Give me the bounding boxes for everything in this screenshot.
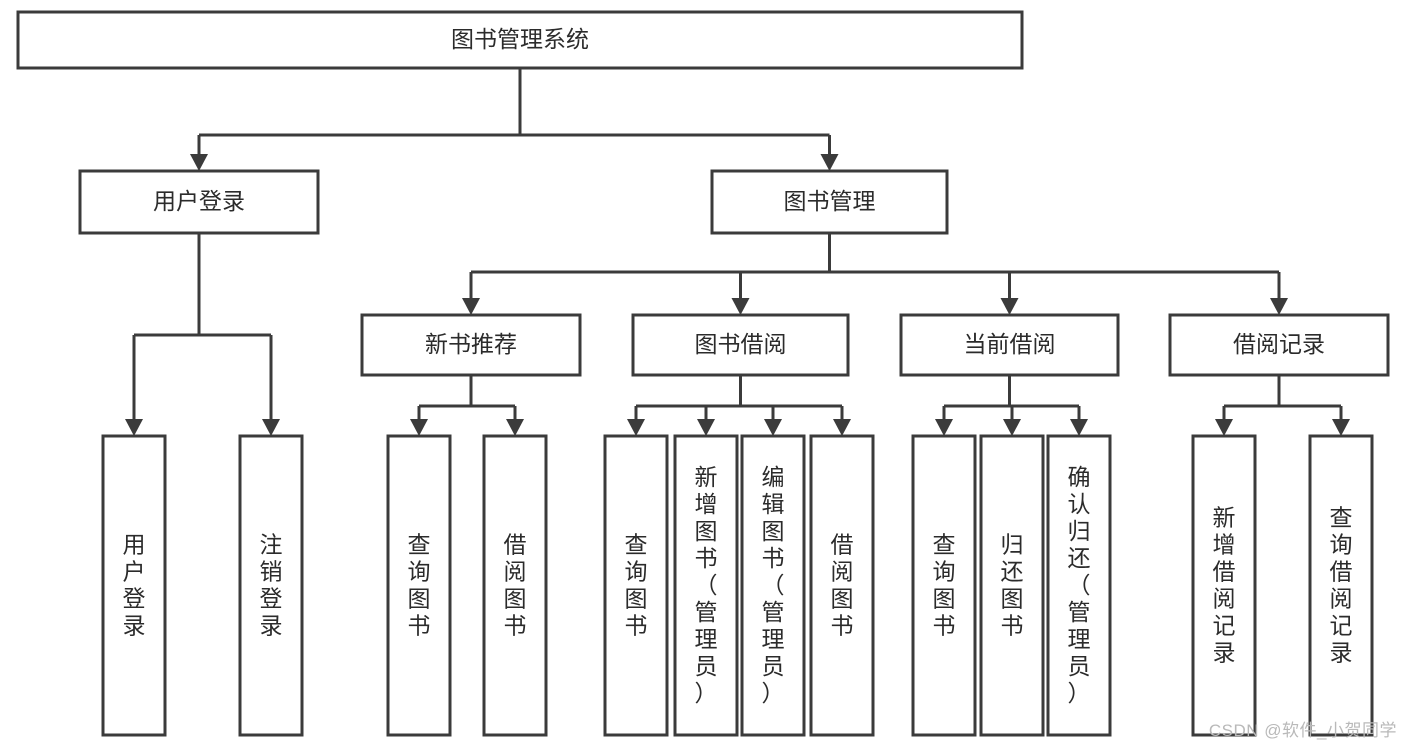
node-label-return-book: 归还图书 <box>1001 532 1024 639</box>
node-user-login-do[interactable]: 用户登录 <box>101 434 167 737</box>
arrow-down-icon-query-book-2 <box>627 419 645 436</box>
arrow-down-icon-user-login <box>190 154 208 171</box>
arrow-down-icon-new-book-recommend <box>462 298 480 315</box>
arrow-down-icon-edit-book-admin <box>764 419 782 436</box>
node-user-login[interactable]: 用户登录 <box>78 169 320 235</box>
connector-layer <box>125 68 1350 436</box>
node-label-add-book-admin: 新增图书（管理员） <box>695 464 718 706</box>
node-query-book-2[interactable]: 查询图书 <box>603 434 669 737</box>
node-box-user-login-do <box>101 434 167 737</box>
node-borrow-record[interactable]: 借阅记录 <box>1168 313 1390 377</box>
node-label-book-borrow: 图书借阅 <box>695 331 787 357</box>
node-book-borrow[interactable]: 图书借阅 <box>631 313 850 377</box>
node-label-current-borrow: 当前借阅 <box>964 331 1056 357</box>
node-box-book-manage <box>710 169 949 235</box>
node-box-add-book-admin <box>673 434 739 737</box>
arrow-down-icon-return-book <box>1003 419 1021 436</box>
node-label-edit-book-admin: 编辑图书（管理员） <box>762 464 785 706</box>
node-box-query-book-2 <box>603 434 669 737</box>
arrow-down-icon-confirm-return-admin <box>1070 419 1088 436</box>
arrow-down-icon-borrow-record <box>1270 298 1288 315</box>
node-book-manage[interactable]: 图书管理 <box>710 169 949 235</box>
arrow-down-icon-query-book-1 <box>410 419 428 436</box>
arrow-down-icon-add-borrow-record <box>1215 419 1233 436</box>
arrow-down-icon-current-borrow <box>1000 298 1019 315</box>
node-label-borrow-record: 借阅记录 <box>1233 331 1325 357</box>
node-label-root: 图书管理系统 <box>451 26 589 52</box>
arrow-down-icon-borrow-book-1 <box>506 419 524 436</box>
node-box-query-borrow-record <box>1308 434 1374 737</box>
node-label-confirm-return-admin: 确认归还（管理员） <box>1068 464 1091 706</box>
node-box-new-book-recommend <box>360 313 582 377</box>
node-box-query-book-1 <box>386 434 452 737</box>
arrow-down-icon-query-book-3 <box>935 419 953 436</box>
node-label-borrow-book-1: 借阅图书 <box>504 532 527 639</box>
arrow-down-icon-user-logout <box>262 419 280 436</box>
node-label-user-login: 用户登录 <box>153 188 245 214</box>
node-box-book-borrow <box>631 313 850 377</box>
node-box-user-logout <box>238 434 304 737</box>
node-user-logout[interactable]: 注销登录 <box>238 434 304 737</box>
node-root[interactable]: 图书管理系统 <box>16 10 1024 70</box>
node-box-borrow-record <box>1168 313 1390 377</box>
node-label-user-logout: 注销登录 <box>260 532 283 639</box>
node-current-borrow[interactable]: 当前借阅 <box>899 313 1120 377</box>
arrow-down-icon-book-borrow <box>731 298 750 315</box>
node-query-borrow-record[interactable]: 查询借阅记录 <box>1308 434 1374 737</box>
node-new-book-recommend[interactable]: 新书推荐 <box>360 313 582 377</box>
node-box-root <box>16 10 1024 70</box>
node-query-book-3[interactable]: 查询图书 <box>911 434 977 737</box>
node-box-borrow-book-1 <box>482 434 548 737</box>
node-box-add-borrow-record <box>1191 434 1257 737</box>
arrow-down-icon-book-manage <box>820 154 839 171</box>
node-box-borrow-book-2 <box>809 434 875 737</box>
node-confirm-return-admin[interactable]: 确认归还（管理员） <box>1046 434 1112 737</box>
node-label-add-borrow-record: 新增借阅记录 <box>1213 505 1236 666</box>
node-label-user-login-do: 用户登录 <box>123 532 146 639</box>
node-query-book-1[interactable]: 查询图书 <box>386 434 452 737</box>
node-label-query-borrow-record: 查询借阅记录 <box>1330 505 1353 666</box>
node-return-book[interactable]: 归还图书 <box>979 434 1045 737</box>
node-label-query-book-2: 查询图书 <box>625 532 648 639</box>
node-box-user-login <box>78 169 320 235</box>
node-add-borrow-record[interactable]: 新增借阅记录 <box>1191 434 1257 737</box>
node-label-borrow-book-2: 借阅图书 <box>831 532 854 639</box>
arrow-down-icon-borrow-book-2 <box>833 419 851 436</box>
node-box-return-book <box>979 434 1045 737</box>
node-borrow-book-2[interactable]: 借阅图书 <box>809 434 875 737</box>
node-box-edit-book-admin <box>740 434 806 737</box>
arrow-down-icon-query-borrow-record <box>1332 419 1350 436</box>
arrow-down-icon-add-book-admin <box>697 419 715 436</box>
node-add-book-admin[interactable]: 新增图书（管理员） <box>673 434 739 737</box>
node-label-new-book-recommend: 新书推荐 <box>425 331 517 357</box>
node-label-query-book-3: 查询图书 <box>933 532 956 639</box>
node-layer: 图书管理系统用户登录图书管理用户登录注销登录新书推荐图书借阅当前借阅借阅记录查询… <box>16 10 1390 737</box>
node-borrow-book-1[interactable]: 借阅图书 <box>482 434 548 737</box>
node-box-query-book-3 <box>911 434 977 737</box>
arrow-down-icon-user-login-do <box>125 419 143 436</box>
node-label-book-manage: 图书管理 <box>784 188 876 214</box>
node-edit-book-admin[interactable]: 编辑图书（管理员） <box>740 434 806 737</box>
node-box-confirm-return-admin <box>1046 434 1112 737</box>
node-box-current-borrow <box>899 313 1120 377</box>
node-label-query-book-1: 查询图书 <box>408 532 431 639</box>
